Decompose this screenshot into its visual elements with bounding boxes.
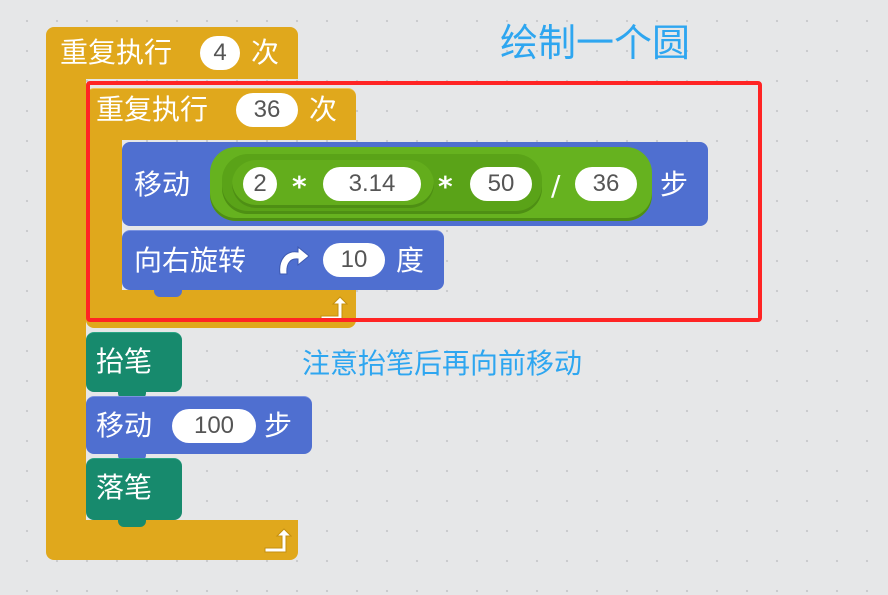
outer-repeat-loop-arrow-icon bbox=[264, 528, 292, 553]
move-100-block-tab bbox=[118, 453, 146, 461]
outer-repeat-footer bbox=[46, 520, 298, 560]
pen-up-label: 抬笔 bbox=[96, 345, 153, 378]
pen-down-block-tab bbox=[118, 519, 146, 527]
turn-right-block-tab bbox=[154, 289, 182, 297]
inner-repeat-count-input[interactable]: 36 bbox=[236, 93, 298, 127]
inner-repeat-label: 重复执行 bbox=[96, 93, 209, 126]
expr-value-2[interactable]: 2 bbox=[243, 167, 277, 201]
inner-repeat-block[interactable] bbox=[86, 88, 356, 140]
annotation-title: 绘制一个圆 bbox=[500, 21, 691, 65]
move-100-label: 移动 bbox=[96, 409, 153, 442]
divide-sign: / bbox=[551, 169, 561, 202]
pen-down-block[interactable] bbox=[86, 458, 182, 520]
rotate-clockwise-icon bbox=[279, 245, 310, 275]
move-block-label: 移动 bbox=[134, 168, 191, 201]
multiply-sign-1: * bbox=[292, 170, 307, 203]
expr-value-3-14[interactable]: 3.14 bbox=[323, 167, 421, 201]
move-100-steps-input[interactable]: 100 bbox=[172, 409, 256, 443]
outer-repeat-count-input[interactable]: 4 bbox=[200, 36, 240, 70]
inner-repeat-label-suffix: 次 bbox=[309, 93, 338, 126]
expr-value-50[interactable]: 50 bbox=[470, 167, 532, 201]
expr-value-36[interactable]: 36 bbox=[575, 167, 637, 201]
turn-right-label: 向右旋转 bbox=[134, 244, 247, 277]
annotation-note: 注意抬笔后再向前移动 bbox=[302, 347, 583, 380]
move-100-steps-label: 步 bbox=[264, 409, 293, 442]
highlight-box bbox=[86, 81, 762, 322]
pen-down-label: 落笔 bbox=[96, 471, 153, 504]
pen-up-block-tab bbox=[118, 391, 146, 399]
move-block-steps-label: 步 bbox=[660, 168, 689, 201]
multiply-sign-2: * bbox=[438, 170, 453, 203]
inner-repeat-arm bbox=[86, 132, 122, 302]
turn-degrees-input[interactable]: 10 bbox=[323, 243, 385, 277]
outer-repeat-arm bbox=[46, 70, 86, 530]
outer-repeat-label: 重复执行 bbox=[60, 36, 173, 69]
pen-up-block[interactable] bbox=[86, 332, 182, 392]
outer-repeat-label-suffix: 次 bbox=[251, 36, 280, 69]
turn-degrees-label: 度 bbox=[396, 244, 425, 277]
outer-repeat-block[interactable] bbox=[46, 27, 298, 79]
